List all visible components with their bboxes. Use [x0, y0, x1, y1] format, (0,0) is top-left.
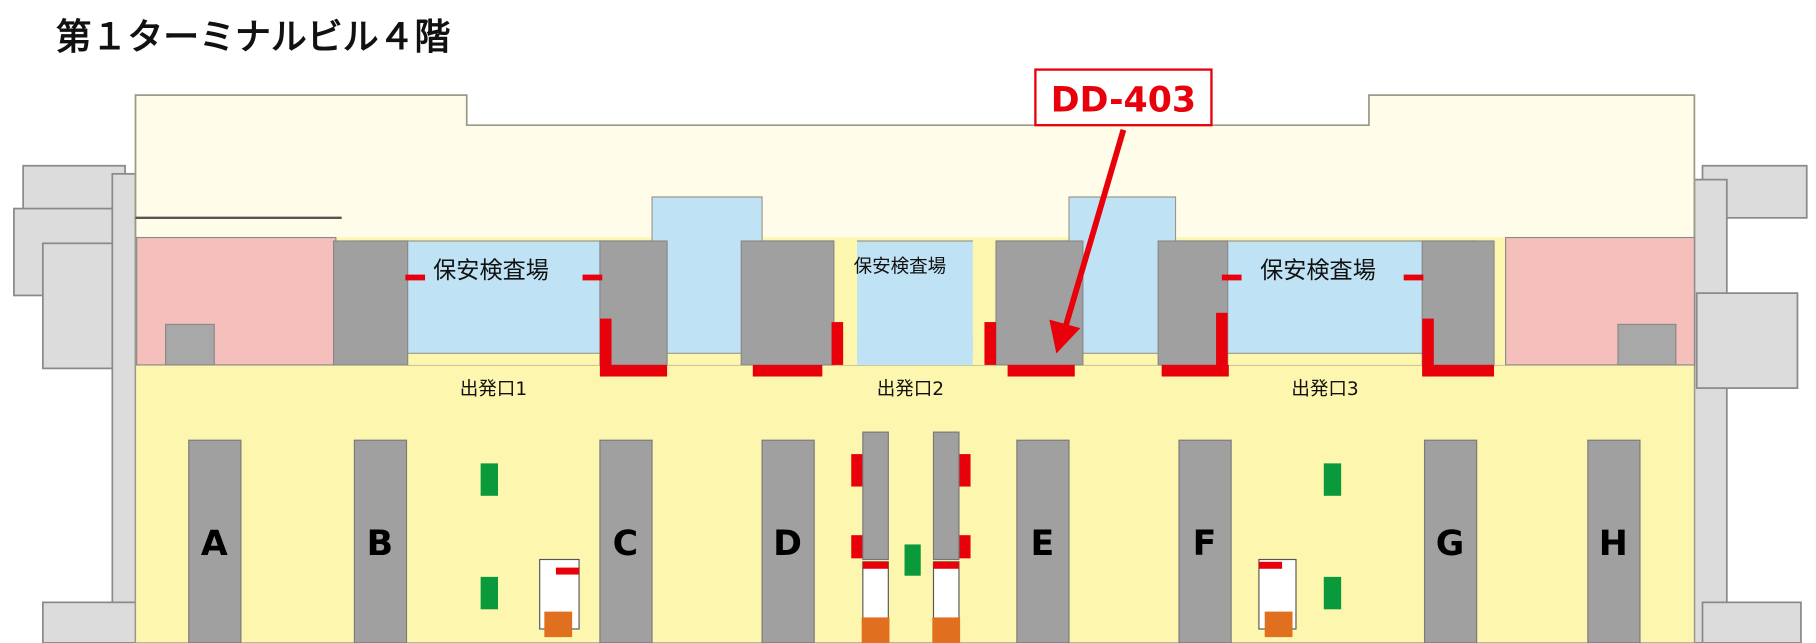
departure-gate-label: 出発口1: [460, 379, 527, 400]
green-markers: [480, 463, 1342, 610]
checkin-island-h: [1587, 439, 1641, 643]
escalator: [1258, 558, 1297, 638]
checkin-island-b: [353, 439, 408, 643]
escalator: [861, 431, 890, 643]
callout-arrow-head-icon: [1049, 319, 1081, 354]
gate-letter: G: [1436, 524, 1465, 564]
room: [165, 323, 215, 366]
left-annex: [13, 164, 137, 643]
checkin-island-a: [188, 439, 242, 643]
escalator: [932, 431, 961, 643]
gate-letter: A: [201, 524, 228, 564]
callout-label: DD-403: [1051, 80, 1196, 120]
callout-box: [1034, 68, 1213, 127]
security-label: 保安検査場: [854, 256, 947, 277]
gate-letter: E: [1030, 524, 1054, 564]
gate-letter: C: [613, 524, 639, 564]
gate-letter: D: [773, 524, 802, 564]
checkin-islands: [188, 439, 1641, 643]
room: [1617, 323, 1677, 366]
security-label: 保安検査場: [1260, 258, 1376, 284]
callout-arrow-line: [1062, 129, 1127, 328]
gate-letter: F: [1193, 524, 1217, 564]
dd-403-callout[interactable]: DD-403: [1034, 68, 1213, 354]
facility-blocks: [332, 240, 1495, 366]
checkin-island-d: [761, 439, 815, 643]
escalator: [539, 558, 580, 638]
right-annex: [1693, 164, 1808, 643]
checkin-island-e: [1016, 439, 1070, 643]
gate-letter: H: [1599, 524, 1628, 564]
security-label: 保安検査場: [433, 258, 549, 284]
security-area: [857, 335, 973, 365]
gate-letter: B: [367, 524, 393, 564]
highlight-walls: [405, 274, 1495, 559]
departure-gate-label: 出発口3: [1291, 379, 1358, 400]
checkin-island-c: [599, 439, 653, 643]
checkin-island-f: [1178, 439, 1232, 643]
departure-gate-label: 出発口2: [877, 379, 944, 400]
page-title: 第１ターミナルビル４階: [56, 17, 451, 58]
